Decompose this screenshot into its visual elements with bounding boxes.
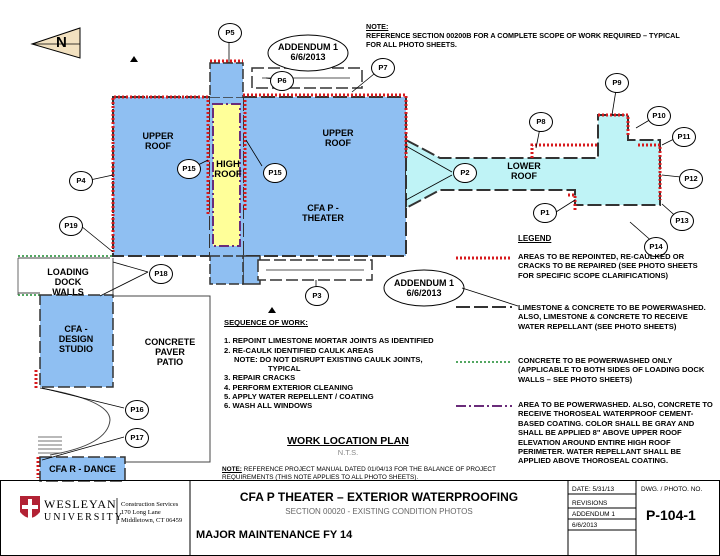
photo-marker-p12: P12 (679, 169, 703, 189)
paver-patio-label: CONCRETE PAVER PATIO (144, 337, 196, 367)
legend-samples (456, 256, 512, 407)
plan-scale: N.T.S. (337, 448, 359, 457)
stair-lines (38, 436, 62, 454)
section-title: SECTION 00020 - EXISTING CONDITION PHOTO… (285, 507, 473, 516)
university-line2: UNIVERSITY (44, 512, 124, 523)
marker-leaders (41, 40, 691, 461)
photo-marker-p5: P5 (218, 23, 242, 43)
photo-marker-p9: P9 (605, 73, 629, 93)
plan-title: WORK LOCATION PLAN (287, 435, 409, 447)
bottom-note: NOTE: REFERENCE PROJECT MANUAL DATED 01/… (222, 466, 496, 481)
photo-marker-p1: P1 (533, 203, 557, 223)
address-line2: Middletown, CT 06459 (121, 517, 183, 524)
loading-dock-label: LOADING DOCK WALLS (47, 267, 89, 297)
addendum-top-title: ADDENDUM 1 (277, 42, 338, 52)
addendum-bottom-date: 6/6/2013 (406, 288, 442, 298)
photo-marker-p2: P2 (453, 163, 477, 183)
design-studio-label: CFA - DESIGN STUDIO (58, 324, 94, 354)
photo-marker-p19: P19 (59, 216, 83, 236)
north-arrow-icon (30, 27, 81, 59)
sequence-item: 4. PERFORM EXTERIOR CLEANING (224, 382, 354, 392)
patio-outline (100, 258, 211, 463)
sequence-item: NOTE: DO NOT DISRUPT EXISTING CAULK JOIN… (234, 354, 423, 364)
project-title: CFA P THEATER – EXTERIOR WATERPROOFING (239, 490, 519, 504)
north-label: N (56, 34, 67, 51)
photo-marker-p7: P7 (371, 58, 395, 78)
photo-marker-p15: P15 (263, 163, 287, 183)
addendum-top-date: 6/6/2013 (290, 52, 326, 62)
photo-marker-p10: P10 (647, 106, 671, 126)
legend-item-thoroseal: AREA TO BE POWERWASHED. ALSO, CONCRETE T… (518, 400, 713, 466)
upper-roof-left-label: UPPER ROOF (142, 131, 174, 151)
legend-item-concrete: CONCRETE TO BE POWERWASHED ONLY (APPLICA… (518, 356, 705, 384)
sequence-item: 5. APPLY WATER REPELLENT / COATING (224, 392, 374, 402)
addendum-top: ADDENDUM 1 6/6/2013 (270, 42, 346, 62)
repoint-lines (34, 59, 662, 478)
stair-tower-area (209, 62, 244, 99)
dance-label: CFA R - DANCE (49, 464, 116, 474)
theater-label: CFA P - THEATER (302, 203, 344, 223)
address-line1: 170 Long Lane (121, 509, 161, 516)
sequence-item: 3. REPAIR CRACKS (224, 373, 296, 383)
program-title: MAJOR MAINTENANCE FY 14 (196, 529, 353, 541)
top-note: NOTE: REFERENCE SECTION 00200B FOR A COM… (366, 22, 680, 49)
legend-item-limestone: LIMESTONE & CONCRETE TO BE POWERWASHED. … (518, 303, 706, 331)
university-name: WESLEYAN UNIVERSITY (44, 497, 124, 523)
dept-name: Construction Services (121, 501, 179, 508)
revisions-cell: REVISIONS (572, 500, 608, 507)
sequence-heading: SEQUENCE OF WORK: (224, 318, 308, 327)
addendum-cloud-top (267, 34, 349, 72)
upper-roof-right-label: UPPER ROOF (322, 128, 354, 148)
date-cell: DATE: 5/31/13 (572, 486, 615, 493)
addendum-cloud-bottom (383, 269, 465, 307)
dwg-label: DWG. / PHOTO. NO. (641, 486, 703, 493)
photo-marker-p18: P18 (149, 264, 173, 284)
photo-marker-p4: P4 (69, 171, 93, 191)
photo-marker-p16: P16 (125, 400, 149, 420)
addendum-bottom-title: ADDENDUM 1 (393, 278, 454, 288)
photo-marker-p14: P14 (644, 237, 668, 257)
photo-marker-p11: P11 (672, 127, 696, 147)
bottom-stair-area (209, 255, 244, 285)
addendum-date-cell: 6/6/2013 (572, 522, 598, 529)
photo-marker-p3: P3 (305, 286, 329, 306)
sequence-item: 2. RE-CAULK IDENTIFIED CAULK AREAS (224, 345, 374, 355)
photo-marker-p8: P8 (529, 112, 553, 132)
addendum-bottom: ADDENDUM 1 6/6/2013 (386, 278, 462, 298)
sequence-item: TYPICAL (268, 364, 301, 374)
photo-marker-p15: P15 (177, 159, 201, 179)
photo-marker-p13: P13 (670, 211, 694, 231)
dwg-number: P-104-1 (646, 507, 696, 523)
legend-heading: LEGEND (518, 234, 552, 243)
photo-marker-p6: P6 (270, 71, 294, 91)
university-line1: WESLEYAN (44, 497, 117, 511)
lower-roof-area (405, 114, 661, 210)
lower-roof-label: LOWER ROOF (507, 161, 541, 181)
high-roof-label: HIGH ROOF (214, 159, 242, 180)
dept-address: Construction Services 170 Long Lane Midd… (121, 501, 182, 525)
design-studio-area (39, 294, 114, 388)
photo-marker-p17: P17 (125, 428, 149, 448)
legend-item-repoint: AREAS TO BE REPOINTED, RE-CAULKED OR CRA… (518, 252, 698, 280)
sequence-item: 1. REPOINT LIMESTONE MORTAR JOINTS AS ID… (224, 336, 434, 346)
high-roof-area (212, 103, 241, 247)
wesleyan-shield-icon (20, 496, 40, 519)
addendum-cell: ADDENDUM 1 (572, 511, 615, 518)
sequence-of-work: SEQUENCE OF WORK: 1. REPOINT LIMESTONE M… (224, 318, 484, 411)
sequence-item: 6. WASH ALL WINDOWS (224, 401, 313, 411)
